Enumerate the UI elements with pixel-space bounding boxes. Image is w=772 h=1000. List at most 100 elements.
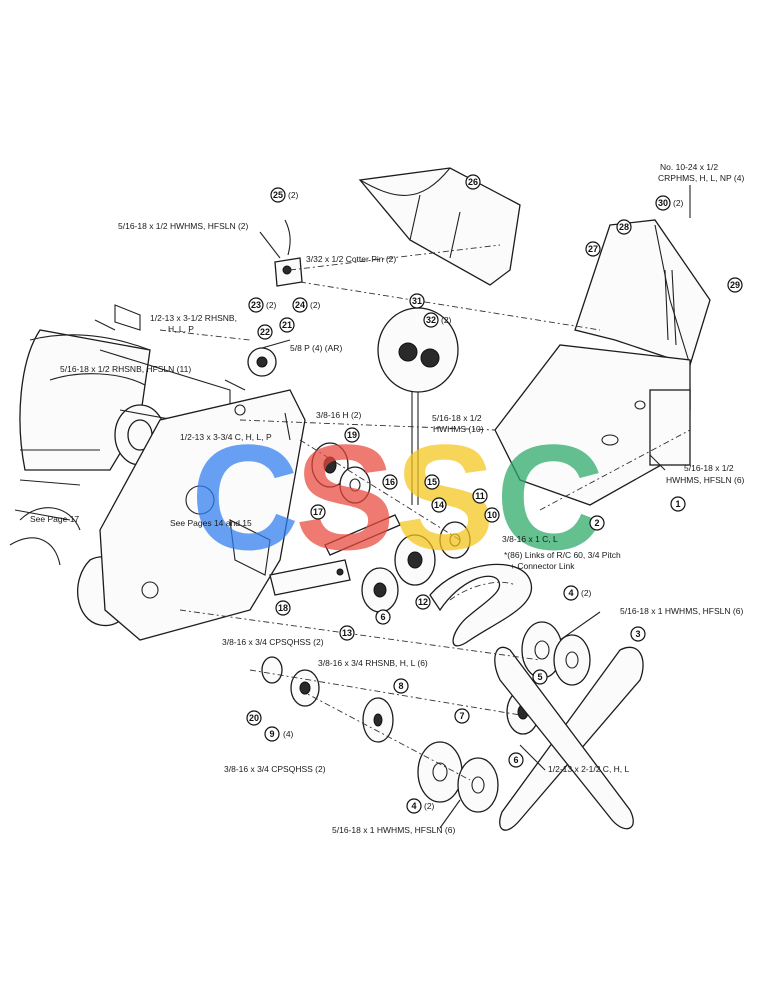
callout-4a: 4(2) (563, 585, 592, 601)
hinge-bracket (274, 219, 303, 287)
svg-text:11: 11 (475, 491, 485, 501)
svg-text:6: 6 (513, 755, 518, 765)
label-l04: 3/32 x 1/2 Cotter Pin (2) (306, 254, 396, 264)
callout-6a: 6 (375, 609, 391, 625)
chute-26 (358, 167, 521, 286)
label-l19: + Connector Link (510, 561, 575, 571)
svg-text:(2): (2) (288, 190, 299, 200)
callout-14: 14 (431, 497, 447, 513)
callout-23: 23(2) (248, 297, 277, 313)
callout-22: 22 (257, 324, 273, 340)
svg-text:26: 26 (468, 177, 478, 187)
label-l15: See Page 17 (30, 514, 79, 524)
idler-22-21 (247, 339, 291, 377)
watermark-letter-2: S (295, 413, 395, 581)
label-l21: 3/8-16 x 3/4 CPSQHSS (2) (222, 637, 324, 647)
svg-text:(4): (4) (283, 729, 294, 739)
roller-chain (429, 563, 533, 647)
label-l14: HWHMS, HFSLN (6) (666, 475, 745, 485)
svg-text:29: 29 (730, 280, 740, 290)
svg-text:20: 20 (249, 713, 259, 723)
cover-27 (574, 219, 711, 366)
callout-31: 31 (409, 293, 425, 309)
callout-18: 18 (275, 600, 291, 616)
svg-text:13: 13 (342, 628, 352, 638)
watermark: C S S C (191, 413, 604, 581)
label-l08: 5/8 P (4) (AR) (290, 343, 342, 353)
callout-29: 29 (727, 277, 743, 293)
bracket-18 (269, 559, 351, 596)
callout-28: 28 (616, 219, 632, 235)
svg-text:9: 9 (269, 729, 274, 739)
callout-19: 19 (344, 427, 360, 443)
svg-text:3: 3 (635, 629, 640, 639)
watermark-letter-4: C (496, 413, 604, 581)
callout-21: 21 (279, 317, 295, 333)
svg-text:21: 21 (282, 320, 292, 330)
label-l16: See Pages 14 and 15 (170, 518, 252, 528)
callout-26: 26 (465, 174, 481, 190)
label-l25: 5/16-18 x 1 HWHMS, HFSLN (6) (332, 825, 455, 835)
svg-text:(2): (2) (673, 198, 684, 208)
label-l01: No. 10-24 x 1/2 (660, 162, 718, 172)
label-l18: *(86) Links of R/C 60, 3/4 Pitch (504, 550, 621, 560)
label-l13: 5/16-18 x 1/2 (684, 463, 734, 473)
callout-7: 7 (454, 708, 470, 724)
label-l11: HWHMS (10) (433, 424, 484, 434)
callout-25: 25 (2) (270, 187, 299, 203)
callout-13: 13 (339, 625, 355, 641)
svg-text:12: 12 (418, 597, 428, 607)
svg-text:16: 16 (385, 477, 395, 487)
callout-11: 11 (472, 488, 488, 504)
callout-30: 30 (2) (655, 195, 684, 211)
leader-lines (224, 185, 691, 829)
callout-2: 2 (589, 515, 605, 531)
detail-inset (377, 307, 459, 505)
watermark-letter-1: C (191, 413, 299, 581)
label-l22: 3/8-16 x 3/4 RHSNB, H, L (6) (318, 658, 428, 668)
svg-text:2: 2 (594, 518, 599, 528)
label-l06: H, L, P (168, 324, 194, 334)
svg-text:14: 14 (434, 500, 444, 510)
svg-text:(2): (2) (266, 300, 277, 310)
callout-9: 9 (4) (264, 726, 294, 742)
svg-text:(2): (2) (441, 315, 452, 325)
label-l03: 5/16-18 x 1/2 HWHMS, HFSLN (2) (118, 221, 249, 231)
lower-pulleys (261, 621, 591, 813)
svg-text:28: 28 (619, 222, 629, 232)
label-l07: 5/16-18 x 1/2 RHSNB, HFSLN (11) (60, 364, 191, 374)
hardware-labels: No. 10-24 x 1/2 CRPHMS, H, L, NP (4) 5/1… (30, 162, 745, 835)
svg-text:24: 24 (295, 300, 305, 310)
label-l05: 1/2-13 x 3-1/2 RHSNB, (150, 313, 237, 323)
callout-5: 5 (532, 669, 548, 685)
label-l20: 5/16-18 x 1 HWHMS, HFSLN (6) (620, 606, 743, 616)
svg-text:18: 18 (278, 603, 288, 613)
svg-text:27: 27 (588, 244, 598, 254)
svg-text:4: 4 (411, 801, 416, 811)
label-l12: 1/2-13 x 3-3/4 C, H, L, P (180, 432, 272, 442)
callout-1: 1 (670, 496, 686, 512)
svg-text:5: 5 (537, 672, 542, 682)
svg-text:31: 31 (412, 296, 422, 306)
svg-text:25: 25 (273, 190, 283, 200)
label-l09: 3/8-16 H (2) (316, 410, 362, 420)
svg-text:10: 10 (487, 510, 497, 520)
svg-text:22: 22 (260, 327, 270, 337)
label-l17: 3/8-16 x 1 C, L (502, 534, 558, 544)
callout-17: 17 (310, 504, 326, 520)
label-l10: 5/16-18 x 1/2 (432, 413, 482, 423)
svg-text:30: 30 (658, 198, 668, 208)
callout-4b: 4(2) (406, 798, 435, 814)
svg-text:8: 8 (398, 681, 403, 691)
label-l24: 1/2-13 x 2-1/2 C, H, L (548, 764, 630, 774)
callout-8: 8 (393, 678, 409, 694)
svg-text:19: 19 (347, 430, 357, 440)
callout-32: 32 (2) (423, 312, 452, 328)
label-l23: 3/8-16 x 3/4 CPSQHSS (2) (224, 764, 326, 774)
callout-27: 27 (585, 241, 601, 257)
svg-text:15: 15 (427, 477, 437, 487)
svg-text:6: 6 (380, 612, 385, 622)
svg-text:32: 32 (426, 315, 436, 325)
svg-text:7: 7 (459, 711, 464, 721)
